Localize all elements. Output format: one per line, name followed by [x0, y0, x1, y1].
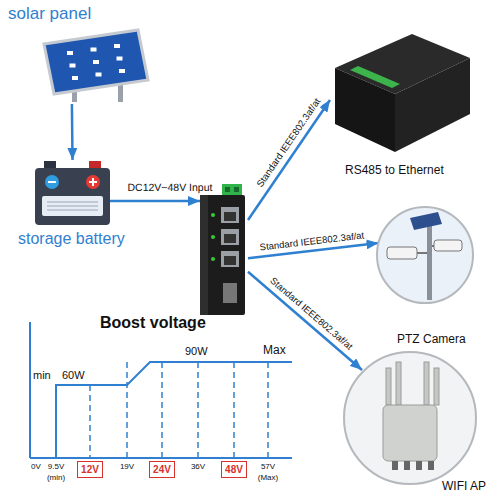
voltage-box: 24V	[149, 461, 175, 478]
ap-housing	[383, 405, 437, 461]
power-arrow	[248, 272, 362, 370]
power-terminal	[222, 184, 242, 196]
voltage-value: 24V	[153, 463, 171, 476]
battery-terminal	[44, 161, 56, 169]
ap-antenna	[396, 362, 401, 405]
plus-symbol	[89, 178, 97, 186]
camera-body	[387, 247, 417, 259]
power-curve	[56, 362, 292, 458]
panel-cell	[93, 60, 99, 64]
battery-label-band	[42, 196, 103, 216]
tick-label: 19V	[120, 462, 134, 471]
tick-label: 9.5V	[48, 462, 64, 471]
status-led	[211, 235, 215, 239]
edge-label: DC12V~48V Input	[126, 181, 215, 193]
tick-note: (Max)	[258, 473, 278, 482]
circle-outline	[377, 207, 473, 303]
ap-connector	[392, 461, 398, 470]
minus-symbol	[48, 181, 56, 183]
edge-label: Standard IEEE802.3af/at	[266, 274, 356, 354]
camera-scene	[377, 207, 473, 303]
solar-panel	[44, 30, 148, 94]
power-value: 60W	[62, 369, 85, 382]
panel-cell	[72, 76, 78, 80]
panel-cell	[119, 69, 125, 73]
solar-panel-node: solar panel	[40, 28, 150, 104]
switch-body	[200, 195, 245, 315]
ap-scene	[343, 351, 477, 485]
edge-label: Standard IEEE802.3af/at	[254, 95, 325, 191]
device-caption: PTZ Camera	[397, 333, 466, 347]
ap-connector	[428, 461, 434, 470]
axis-note: Max	[263, 344, 286, 358]
chart-gridline	[90, 362, 268, 458]
ap-antenna	[424, 362, 429, 405]
panel-cell	[114, 44, 120, 48]
status-led	[211, 257, 215, 261]
panel-cell	[70, 64, 76, 68]
chart-axis	[29, 322, 31, 458]
voltage-value: 48V	[225, 463, 243, 476]
camera-bracket	[417, 246, 434, 253]
voltage-box: 48V	[221, 461, 247, 478]
rj45-socket	[224, 212, 236, 221]
tick-label: 36V	[191, 462, 205, 471]
rj45-socket	[224, 234, 236, 243]
terminal-screw	[225, 187, 230, 192]
power-arrow	[71, 104, 74, 160]
device-caption: WIFI AP	[442, 480, 486, 494]
converter-terminal	[350, 66, 400, 88]
minus-pole	[45, 175, 59, 189]
rs485-converter-node: RS485 to Ethernet	[330, 22, 472, 160]
circle-outline	[344, 352, 476, 484]
axis-note: min	[33, 369, 51, 382]
chart-title: Boost voltage	[100, 314, 206, 332]
rj45-port	[221, 207, 239, 223]
device-caption: storage battery	[18, 230, 125, 248]
panel-cell	[67, 51, 73, 55]
power-arrow	[248, 100, 330, 220]
wifi-ap-node: WIFI AP	[342, 350, 478, 486]
panel-cell	[96, 73, 102, 77]
camera-body	[434, 240, 462, 251]
battery-body	[35, 168, 110, 225]
voltage-value: 12V	[81, 463, 99, 476]
ptz-camera-node: PTZ Camera	[375, 205, 475, 305]
voltage-box: 12V	[77, 461, 103, 478]
battery-node: storage battery	[35, 160, 110, 226]
tick-label: 57V	[261, 462, 275, 471]
power-value: 90W	[185, 345, 208, 358]
ap-antenna	[386, 368, 391, 405]
pole-solar-panel	[410, 212, 442, 230]
rj45-port	[221, 229, 239, 245]
device-caption: solar panel	[8, 4, 91, 24]
rj45-port	[221, 251, 239, 267]
camera-pole	[427, 222, 432, 300]
node-outline	[375, 205, 475, 305]
plus-pole	[86, 175, 100, 189]
chart-axis	[30, 457, 292, 459]
battery-stripes	[47, 202, 98, 210]
poe-switch-node	[200, 182, 248, 318]
battery-terminal	[89, 161, 101, 169]
terminal-screw	[234, 187, 239, 192]
status-led	[211, 213, 215, 217]
tick-label: 0V	[31, 462, 41, 471]
ap-connector	[404, 461, 410, 470]
panel-cell	[117, 57, 123, 61]
node-outline	[342, 350, 478, 486]
ap-antenna	[434, 368, 439, 405]
ap-connector	[416, 461, 422, 470]
sfp-slot	[223, 283, 237, 303]
tick-note: (min)	[47, 473, 65, 482]
device-caption: RS485 to Ethernet	[345, 164, 444, 178]
rj45-socket	[224, 256, 236, 265]
switch-side	[200, 195, 208, 315]
power-arrow	[110, 200, 200, 203]
panel-cell	[91, 48, 97, 52]
converter-side	[395, 58, 470, 152]
